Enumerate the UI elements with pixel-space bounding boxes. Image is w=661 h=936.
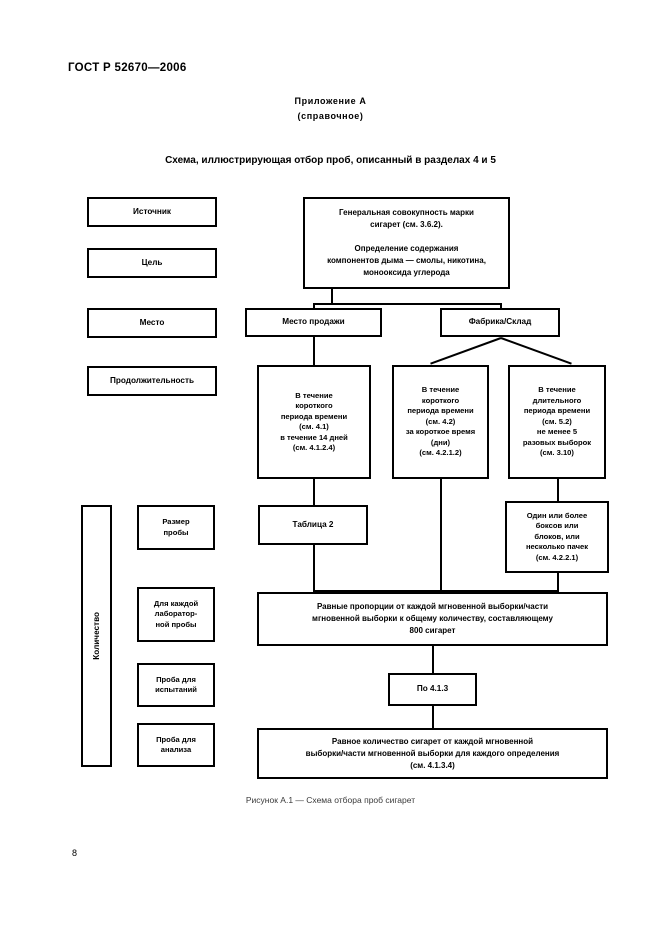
flow-box-equal-proportions: Равные пропорции от каждой мгновенной вы… bbox=[257, 592, 608, 646]
annex-kind: (справочное) bbox=[297, 111, 364, 121]
row-label-purpose: Цель bbox=[87, 248, 217, 278]
quantity-vertical-label: Количество bbox=[81, 505, 112, 767]
flow-box-short-period-sale: В течение короткого периода времени (см.… bbox=[257, 365, 371, 479]
row-label-source: Источник bbox=[87, 197, 217, 227]
connector-clause-down bbox=[432, 706, 434, 728]
quantity-item-test-sample: Проба для испытаний bbox=[137, 663, 215, 707]
connector-factory-diagonal-left bbox=[430, 337, 502, 365]
flow-box-short-period-factory: В течение короткого периода времени (см.… bbox=[392, 365, 489, 479]
connector-blocks-down bbox=[557, 573, 559, 592]
flow-box-long-period-factory: В течение длительного периода времени (с… bbox=[508, 365, 606, 479]
quantity-item-lab-sample: Для каждой лаборатор- ной пробы bbox=[137, 587, 215, 642]
scheme-title: Схема, иллюстрирующая отбор проб, описан… bbox=[165, 155, 496, 166]
quantity-item-sample-size: Размер пробы bbox=[137, 505, 215, 550]
connector-merge-bar bbox=[313, 590, 559, 592]
connector-split-bar-top bbox=[313, 303, 502, 305]
annex-heading: Приложение А (справочное) bbox=[0, 94, 661, 124]
page-number: 8 bbox=[72, 848, 78, 858]
standard-header: ГОСТ Р 52670—2006 bbox=[68, 62, 187, 74]
flow-box-boxes-blocks: Один или более боксов или блоков, или не… bbox=[505, 501, 609, 573]
flow-box-equal-quantity: Равное количество сигарет от каждой мгно… bbox=[257, 728, 608, 779]
quantity-item-analysis-sample: Проба для анализа bbox=[137, 723, 215, 767]
connector-midperiod-down bbox=[440, 479, 442, 592]
connector-proportions-down bbox=[432, 646, 434, 673]
row-label-duration: Продолжительность bbox=[87, 366, 217, 396]
figure-caption: Рисунок А.1 — Схема отбора проб сигарет bbox=[245, 795, 416, 805]
flow-box-population: Генеральная совокупность марки сигарет (… bbox=[303, 197, 510, 289]
connector-population-down bbox=[331, 289, 333, 303]
flow-box-table-ref: Таблица 2 bbox=[258, 505, 368, 545]
flow-box-per-clause: По 4.1.3 bbox=[388, 673, 477, 706]
quantity-label-text: Количество bbox=[92, 612, 101, 660]
flow-box-place-of-sale: Место продажи bbox=[245, 308, 382, 337]
connector-shortsale-to-table bbox=[313, 479, 315, 505]
connector-longperiod-down bbox=[557, 479, 559, 501]
connector-table-down bbox=[313, 545, 315, 592]
connector-place-sale-down bbox=[313, 336, 315, 365]
connector-factory-diagonal-right bbox=[500, 337, 572, 365]
flow-box-factory-store: Фабрика/Склад bbox=[440, 308, 560, 337]
annex-label: Приложение А bbox=[294, 96, 367, 106]
row-label-place: Место bbox=[87, 308, 217, 338]
